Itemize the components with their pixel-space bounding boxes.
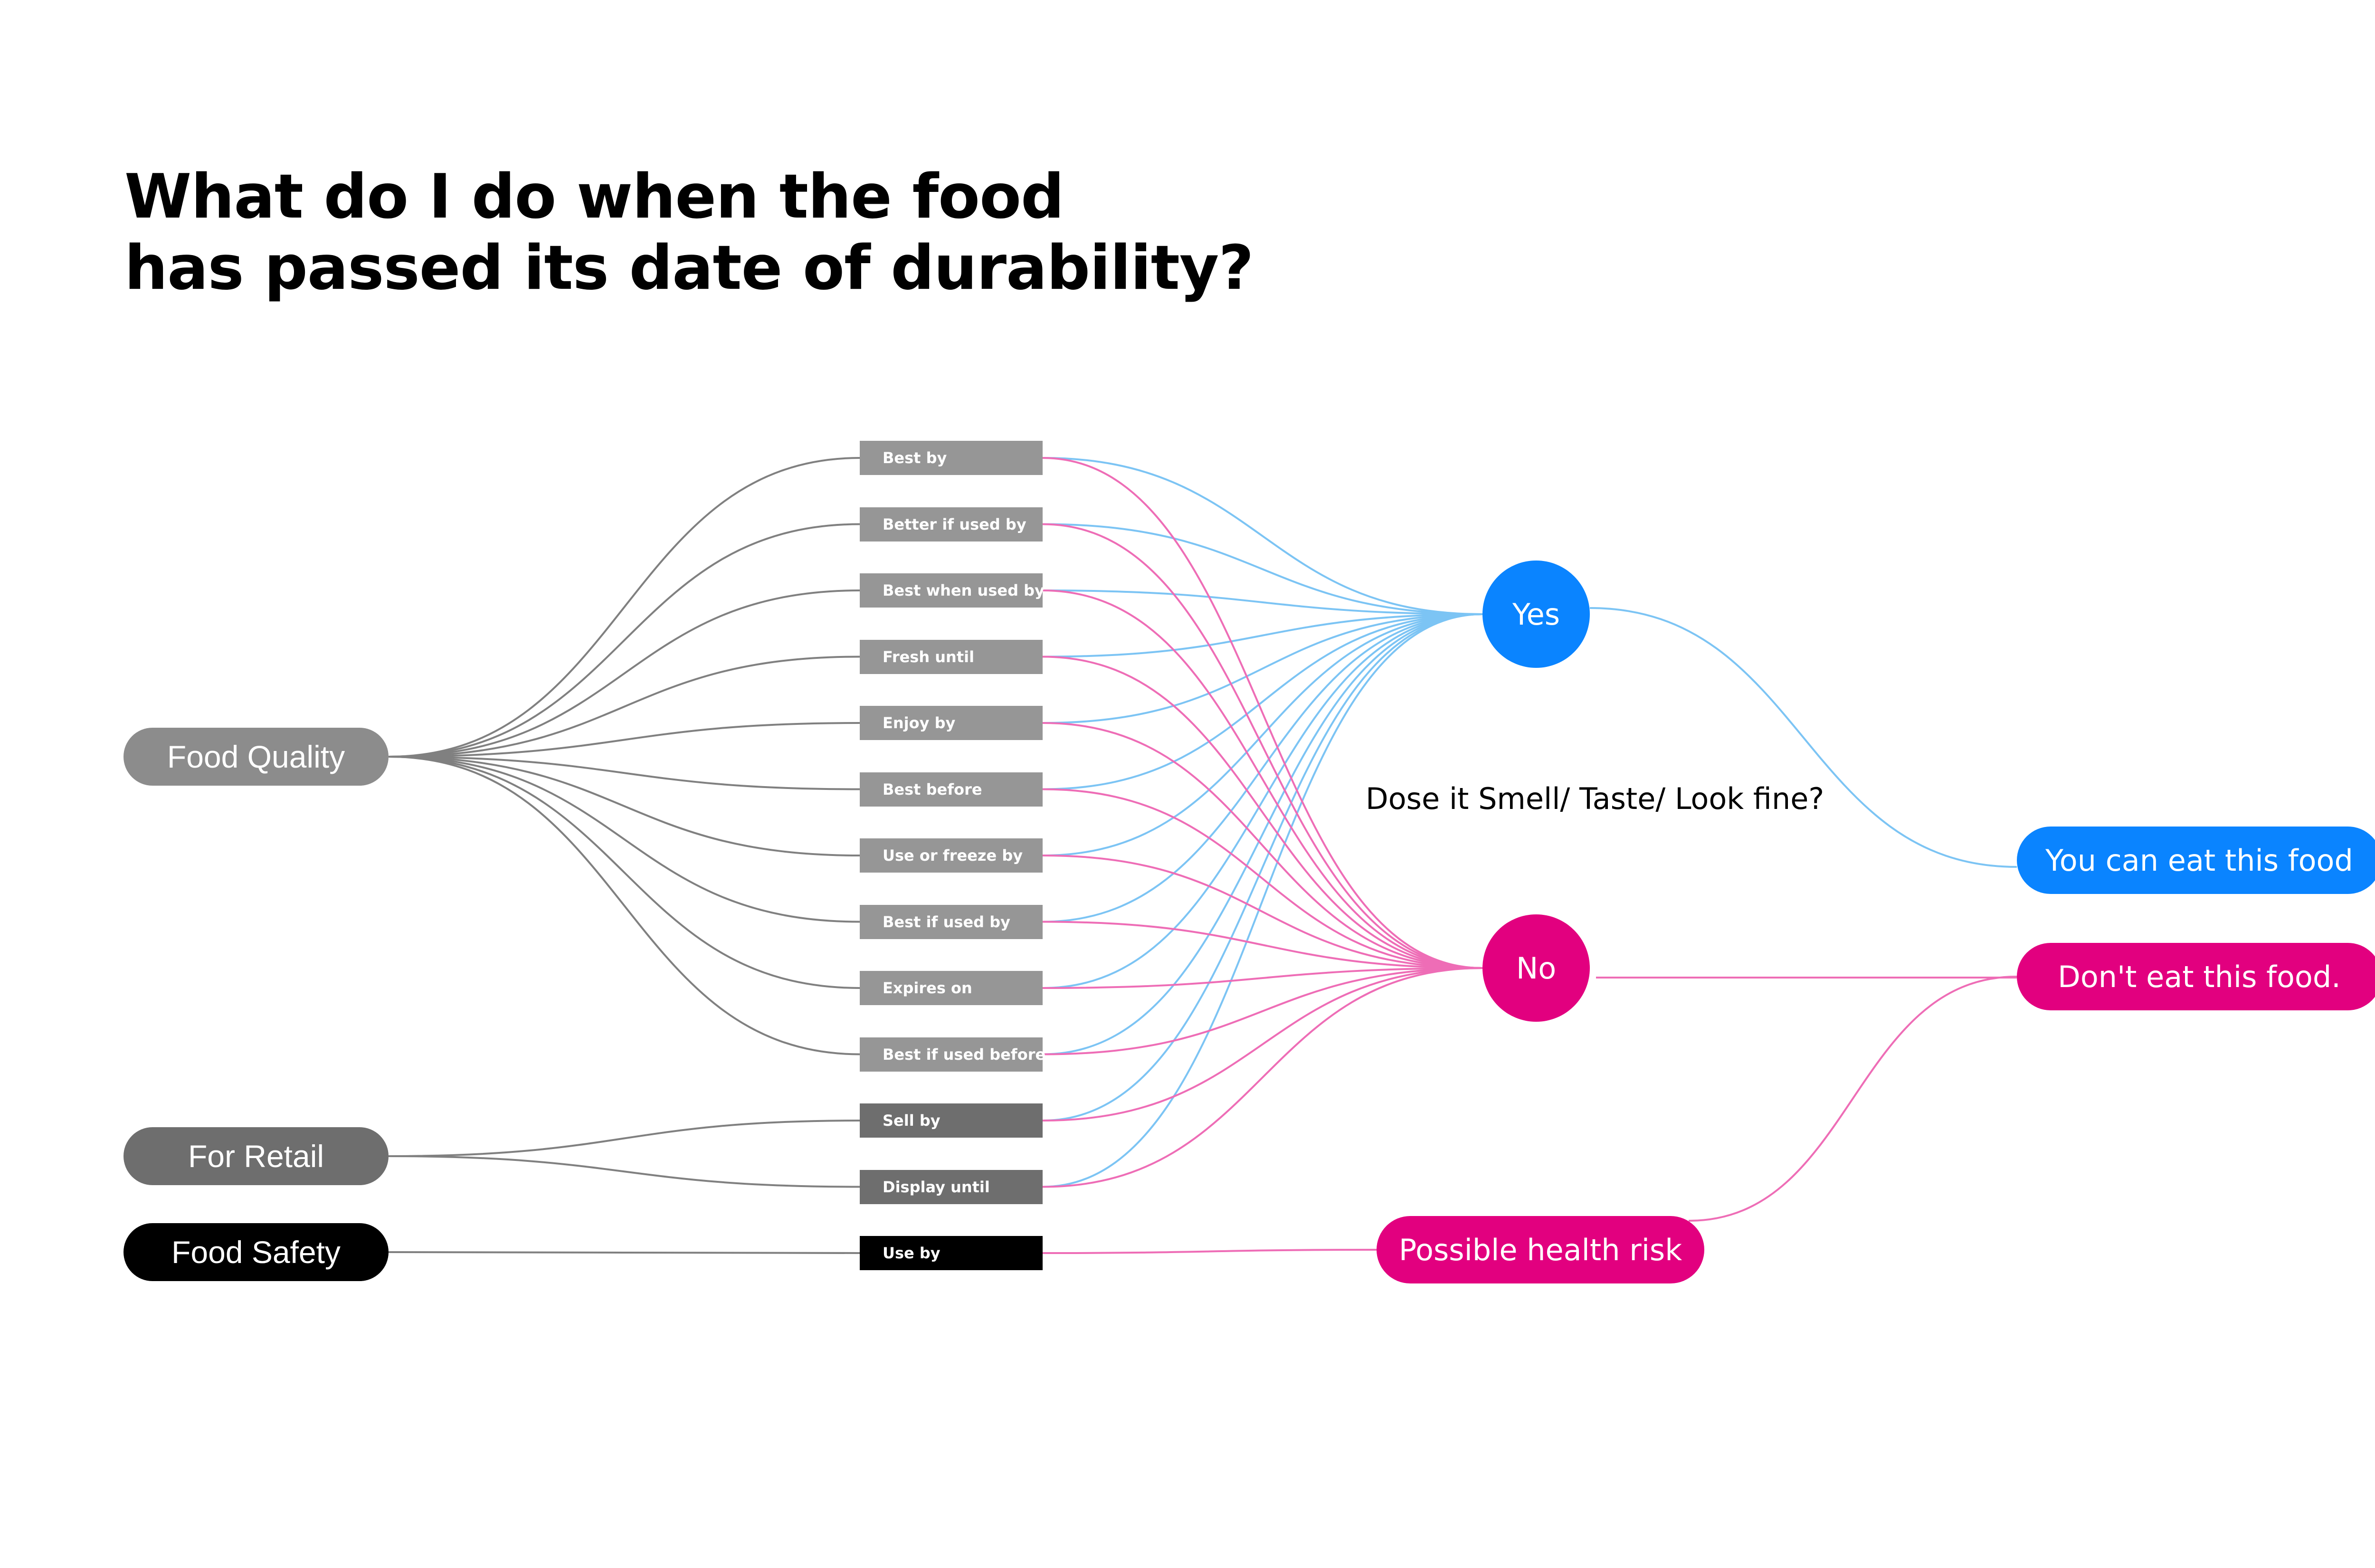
connector-category-to-label bbox=[388, 756, 860, 1055]
connector-label-to-no bbox=[1042, 722, 1483, 969]
category-connectors bbox=[388, 457, 860, 1254]
connector-label-to-no bbox=[1042, 967, 1483, 1055]
connector-label-to-yes bbox=[1042, 457, 1483, 615]
date-label-best-if-used-by: Best if used by bbox=[860, 904, 1043, 939]
connector-label-to-no bbox=[1042, 523, 1483, 969]
connector-category-to-label bbox=[388, 1120, 860, 1157]
connector-label-to-yes bbox=[1042, 613, 1483, 923]
connector-label-to-yes bbox=[1042, 613, 1483, 856]
date-label-use-by: Use by bbox=[860, 1236, 1043, 1270]
connector-label-to-no bbox=[1042, 656, 1483, 969]
connector-yes-to-eat bbox=[1589, 607, 2017, 868]
decision-no: No bbox=[1482, 914, 1590, 1022]
connector-category-to-label bbox=[388, 523, 860, 758]
date-label-fresh-until: Fresh until bbox=[860, 639, 1043, 674]
connector-risk-to-dont-eat bbox=[1688, 976, 2017, 1222]
connector-label-to-no bbox=[1042, 589, 1483, 969]
connector-useby-to-risk bbox=[1042, 1249, 1377, 1254]
connector-label-to-yes bbox=[1042, 613, 1483, 790]
category-food-safety: Food Safety bbox=[124, 1223, 389, 1281]
outcome-health-risk: Possible health risk bbox=[1377, 1216, 1704, 1283]
outcome-dont-eat: Don't eat this food. bbox=[2017, 943, 2375, 1010]
date-label-better-if-used-by: Better if used by bbox=[860, 507, 1043, 542]
page-title-line-2: has passed its date of durability? bbox=[124, 233, 1254, 304]
connector-label-to-yes bbox=[1042, 613, 1483, 724]
date-label-display-until: Display until bbox=[860, 1169, 1043, 1204]
date-label-use-or-freeze-by: Use or freeze by bbox=[860, 838, 1043, 873]
connector-category-to-label bbox=[388, 756, 860, 923]
connector-label-to-no bbox=[1042, 788, 1483, 969]
decision-question: Dose it Smell/ Taste/ Look fine? bbox=[1366, 781, 1824, 816]
page-title: What do I do when the food has passed it… bbox=[124, 162, 1359, 304]
connector-category-to-label bbox=[388, 656, 860, 758]
connector-label-to-yes bbox=[1042, 613, 1483, 1055]
connector-label-to-yes bbox=[1042, 589, 1483, 615]
connector-category-to-label bbox=[388, 756, 860, 856]
connector-label-to-yes bbox=[1042, 613, 1483, 1121]
category-food-quality: Food Quality bbox=[124, 728, 389, 786]
connector-category-to-label bbox=[388, 1251, 860, 1254]
date-label-best-when-used-by: Best when used by bbox=[860, 573, 1045, 608]
yes-connectors bbox=[1042, 457, 2017, 1188]
no-connectors bbox=[1042, 457, 2017, 1254]
date-label-expires-on: Expires on bbox=[860, 971, 1043, 1005]
outcome-eat: You can eat this food bbox=[2017, 827, 2375, 894]
connector-label-to-no bbox=[1042, 921, 1483, 969]
connector-label-to-no bbox=[1042, 457, 1483, 969]
date-label-sell-by: Sell by bbox=[860, 1103, 1043, 1138]
date-label-best-if-used-before: Best if used before bbox=[860, 1037, 1045, 1072]
page-title-line-1: What do I do when the food bbox=[124, 162, 1064, 232]
connector-category-to-label bbox=[388, 756, 860, 989]
connector-category-to-label bbox=[388, 457, 860, 758]
connector-label-to-yes bbox=[1042, 613, 1483, 989]
date-label-enjoy-by: Enjoy by bbox=[860, 706, 1043, 740]
date-label-best-before: Best before bbox=[860, 772, 1043, 807]
connector-label-to-yes bbox=[1042, 523, 1483, 615]
category-for-retail: For Retail bbox=[124, 1127, 389, 1185]
connector-label-to-yes bbox=[1042, 613, 1483, 658]
connector-category-to-label bbox=[388, 589, 860, 758]
connector-label-to-yes bbox=[1042, 613, 1483, 1188]
date-label-best-by: Best by bbox=[860, 441, 1043, 475]
connector-label-to-no bbox=[1042, 967, 1483, 989]
connector-category-to-label bbox=[388, 756, 860, 790]
connector-category-to-label bbox=[388, 722, 860, 758]
decision-yes: Yes bbox=[1482, 561, 1590, 668]
connector-label-to-no bbox=[1042, 967, 1483, 1188]
connector-label-to-no bbox=[1042, 855, 1483, 969]
connector-label-to-no bbox=[1042, 967, 1483, 1121]
connector-category-to-label bbox=[388, 1155, 860, 1188]
